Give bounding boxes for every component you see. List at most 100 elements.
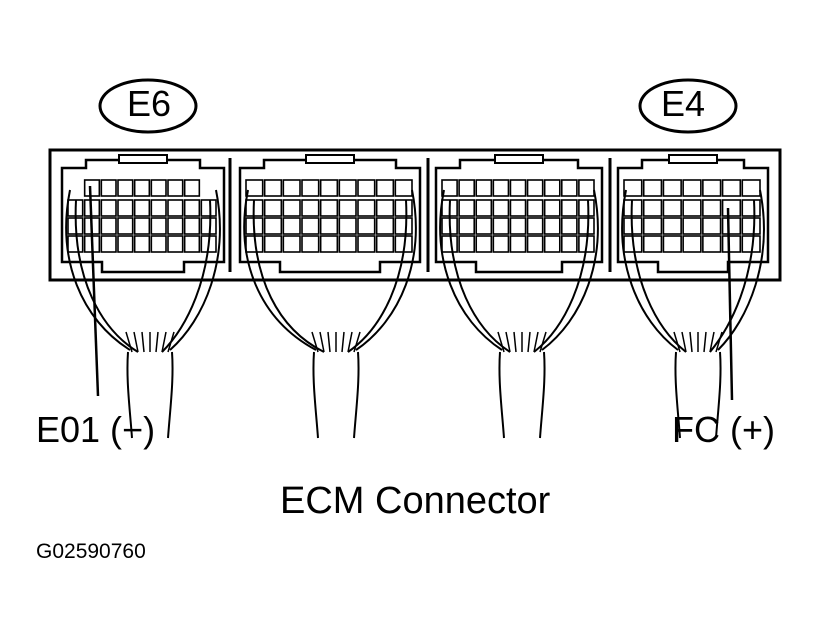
pin-cell [167, 217, 184, 235]
pin-cell [578, 199, 595, 217]
pin-cell [263, 217, 283, 235]
pin-cell [741, 179, 761, 197]
pin-cell [543, 199, 561, 217]
pin-cell [167, 199, 184, 217]
pin-cell [526, 235, 544, 253]
pin-cell [117, 179, 134, 197]
pin-cell [133, 199, 151, 217]
pin-cell [150, 179, 167, 197]
pin-cell [167, 235, 184, 253]
pin-cell [721, 217, 742, 235]
pin-cell [509, 235, 527, 253]
pin-cell [642, 217, 663, 235]
pin-cell [117, 217, 134, 235]
e6-label-ellipse [98, 78, 198, 134]
pin-cell [357, 235, 376, 253]
pin-cell [682, 179, 702, 197]
pin-cell [560, 235, 578, 253]
pin-cell [263, 179, 283, 197]
pin-cell [662, 199, 682, 217]
pin-cell [117, 235, 134, 253]
pin-cell [509, 179, 527, 197]
pin-cell [721, 199, 742, 217]
figure-code: G02590760 [36, 540, 146, 563]
pin-cell [560, 179, 578, 197]
pin-cell [263, 199, 283, 217]
pin-cell [394, 179, 413, 197]
harness-bundle-E6 [65, 189, 221, 439]
pin-cell [133, 179, 151, 197]
pin-cell [441, 235, 458, 253]
pin-cell [623, 179, 643, 197]
pin-cell [100, 199, 117, 217]
connector-section-E4 [616, 154, 770, 274]
pin-cell [100, 217, 117, 235]
harness-bundle-E5 [243, 189, 417, 439]
pin-cell [458, 199, 476, 217]
pin-cell [492, 179, 510, 197]
pin-cell [100, 235, 117, 253]
pin-cell [183, 179, 201, 197]
pin-cell [133, 217, 151, 235]
pin-cell [394, 217, 413, 235]
pin-cell [526, 199, 544, 217]
pin-cell [492, 235, 510, 253]
pin-cell [509, 217, 527, 235]
pin-cell [301, 217, 320, 235]
fc-pointer-line [726, 207, 734, 401]
pin-cell [642, 179, 663, 197]
pin-cell [475, 217, 493, 235]
connector-section-E5 [238, 154, 422, 274]
pin-cell [357, 199, 376, 217]
pin-cell [702, 179, 722, 197]
wire-harness [65, 189, 765, 439]
pin-cell [682, 199, 702, 217]
pin-cell [319, 217, 339, 235]
pin-cell [375, 235, 395, 253]
pin-cell [301, 199, 320, 217]
pin-cell [338, 199, 357, 217]
pin-cell [338, 235, 357, 253]
connector-section-E6 [60, 154, 226, 274]
pin-cell [150, 235, 167, 253]
pin-cell [543, 235, 561, 253]
pin-cell [441, 179, 458, 197]
pin-cell [560, 217, 578, 235]
pin-cell [702, 235, 722, 253]
pin-cell [721, 235, 742, 253]
connector-e6-label: E6 [126, 83, 172, 124]
pin-cell [702, 217, 722, 235]
pin-cell [301, 179, 320, 197]
pin-cell [458, 217, 476, 235]
pin-cell [338, 179, 357, 197]
pin-cell [375, 199, 395, 217]
pin-cell [301, 235, 320, 253]
pin-cell [492, 199, 510, 217]
pin-cell [282, 235, 301, 253]
pin-cell [475, 235, 493, 253]
pin-cell [100, 179, 117, 197]
pin-cell [67, 235, 84, 253]
pin-cell [183, 217, 201, 235]
pin-cell [375, 217, 395, 235]
harness-bundle-E4 [621, 189, 765, 439]
pin-cell [543, 217, 561, 235]
pin-cell [200, 217, 217, 235]
pin-cell [117, 199, 134, 217]
pin-cell [319, 235, 339, 253]
pin-cell [662, 235, 682, 253]
pin-cell [662, 217, 682, 235]
pin-cell [578, 217, 595, 235]
pin-cell [282, 179, 301, 197]
pin-cell [642, 199, 663, 217]
pin-cell [721, 179, 742, 197]
pin-fc-label: FC (+) [672, 409, 775, 450]
pin-cell [183, 199, 201, 217]
pin-cell [642, 235, 663, 253]
pin-cell [509, 199, 527, 217]
pin-cell [475, 179, 493, 197]
pin-cell [263, 235, 283, 253]
pin-cell [543, 179, 561, 197]
pin-cell [475, 199, 493, 217]
harness-bundle-E3 [439, 189, 599, 439]
